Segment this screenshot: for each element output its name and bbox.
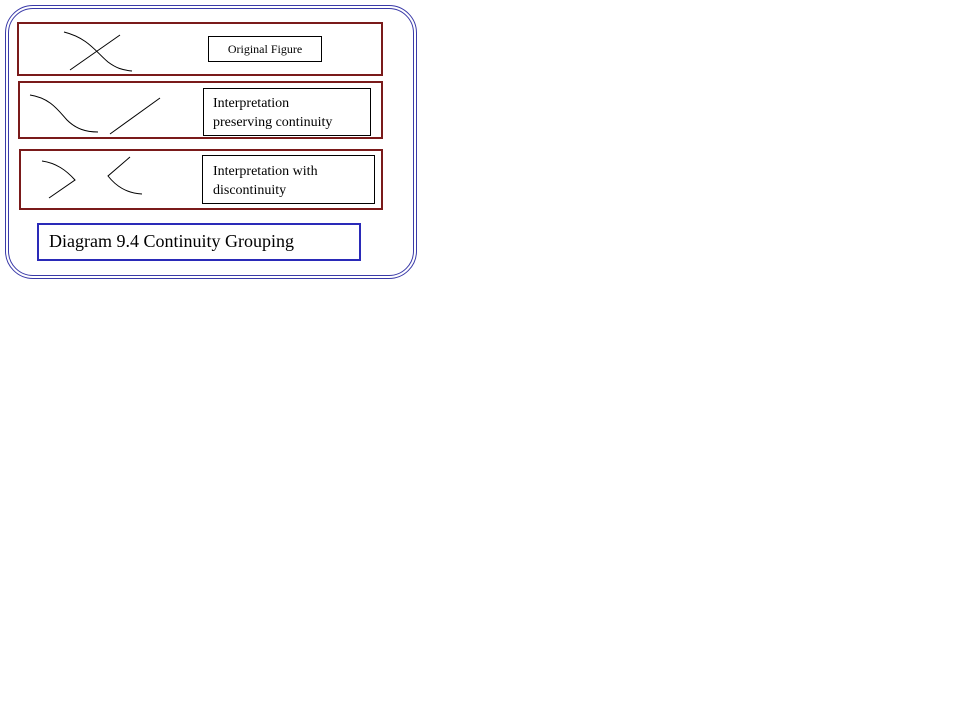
- label-original-figure: Original Figure: [208, 36, 322, 62]
- label-discontinuity-line-1: Interpretation with: [213, 164, 318, 179]
- diagram-caption: Diagram 9.4 Continuity Grouping: [37, 223, 361, 261]
- panel-original-figure: [17, 22, 383, 76]
- outer-frame-inner-border: [8, 8, 414, 276]
- label-preserving-continuity: Interpretation preserving continuity: [203, 88, 371, 136]
- label-continuity-line-2: preserving continuity: [213, 115, 333, 130]
- outer-frame: [5, 5, 417, 279]
- label-with-discontinuity: Interpretation with discontinuity: [202, 155, 375, 204]
- label-continuity-line-1: Interpretation: [213, 96, 290, 111]
- label-discontinuity-line-2: discontinuity: [213, 183, 287, 198]
- label-original-line-1: Original Figure: [227, 41, 303, 56]
